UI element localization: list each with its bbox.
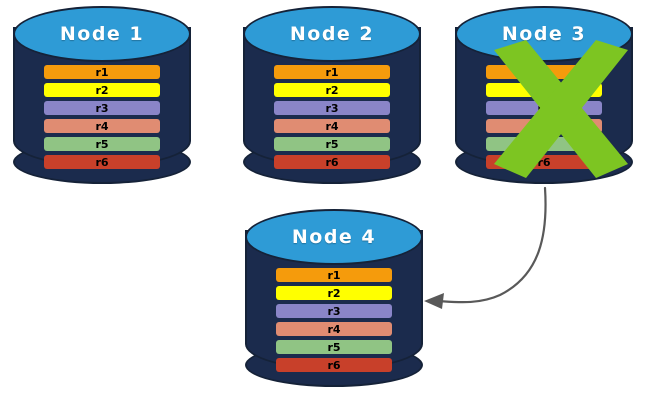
node-label: Node 2: [289, 23, 375, 45]
record-label: r2: [95, 83, 109, 97]
record-bar-r6[interactable]: r6: [276, 358, 392, 372]
record-label: r6: [537, 155, 551, 169]
record-bar-r1[interactable]: r1: [44, 65, 160, 79]
record-bar-r5[interactable]: r5: [44, 137, 160, 151]
record-list: r1 r2 r3 r4 r5 r6: [486, 65, 602, 169]
cylinder-top: [245, 209, 423, 265]
record-label: r3: [325, 101, 339, 115]
node-node3[interactable]: Node 3 r1 r2 r3 r4 r5 r6: [455, 6, 633, 188]
record-bar-r1[interactable]: r1: [274, 65, 390, 79]
record-bar-r2[interactable]: r2: [486, 83, 602, 97]
node-label: Node 3: [501, 23, 587, 45]
record-label: r5: [537, 137, 551, 151]
record-label: r4: [325, 119, 339, 133]
record-bar-r2[interactable]: r2: [274, 83, 390, 97]
node-node2[interactable]: Node 2 r1 r2 r3 r4 r5 r6: [243, 6, 421, 188]
cylinder-top: [243, 6, 421, 62]
record-label: r1: [327, 268, 341, 282]
record-label: r3: [537, 101, 551, 115]
node-node4[interactable]: Node 4 r1 r2 r3 r4 r5 r6: [245, 209, 423, 391]
record-bar-r6[interactable]: r6: [44, 155, 160, 169]
record-label: r2: [537, 83, 551, 97]
record-list: r1 r2 r3 r4 r5 r6: [276, 268, 392, 372]
record-label: r5: [95, 137, 109, 151]
record-bar-r4[interactable]: r4: [274, 119, 390, 133]
record-bar-r1[interactable]: r1: [276, 268, 392, 282]
record-bar-r5[interactable]: r5: [274, 137, 390, 151]
record-bar-r4[interactable]: r4: [44, 119, 160, 133]
record-bar-r4[interactable]: r4: [276, 322, 392, 336]
record-label: r4: [537, 119, 551, 133]
record-label: r2: [325, 83, 339, 97]
record-bar-r1[interactable]: r1: [486, 65, 602, 79]
record-label: r3: [95, 101, 109, 115]
record-label: r5: [327, 340, 341, 354]
record-bar-r3[interactable]: r3: [276, 304, 392, 318]
record-list: r1 r2 r3 r4 r5 r6: [44, 65, 160, 169]
record-bar-r5[interactable]: r5: [276, 340, 392, 354]
record-bar-r3[interactable]: r3: [486, 101, 602, 115]
cylinder-top: [13, 6, 191, 62]
record-label: r1: [537, 65, 551, 79]
node-label: Node 4: [291, 226, 377, 248]
record-label: r4: [95, 119, 109, 133]
record-label: r4: [327, 322, 341, 336]
record-label: r3: [327, 304, 341, 318]
record-label: r1: [325, 65, 339, 79]
node-label: Node 1: [59, 23, 145, 45]
record-bar-r2[interactable]: r2: [44, 83, 160, 97]
record-bar-r6[interactable]: r6: [486, 155, 602, 169]
record-label: r1: [95, 65, 109, 79]
record-bar-r4[interactable]: r4: [486, 119, 602, 133]
record-label: r6: [325, 155, 339, 169]
record-bar-r3[interactable]: r3: [274, 101, 390, 115]
node-node1[interactable]: Node 1 r1 r2 r3 r4 r5 r6: [13, 6, 191, 188]
record-bar-r2[interactable]: r2: [276, 286, 392, 300]
record-label: r5: [325, 137, 339, 151]
record-bar-r5[interactable]: r5: [486, 137, 602, 151]
record-label: r6: [95, 155, 109, 169]
record-bar-r3[interactable]: r3: [44, 101, 160, 115]
record-bar-r6[interactable]: r6: [274, 155, 390, 169]
record-list: r1 r2 r3 r4 r5 r6: [274, 65, 390, 169]
record-label: r2: [327, 286, 341, 300]
record-label: r6: [327, 358, 341, 372]
